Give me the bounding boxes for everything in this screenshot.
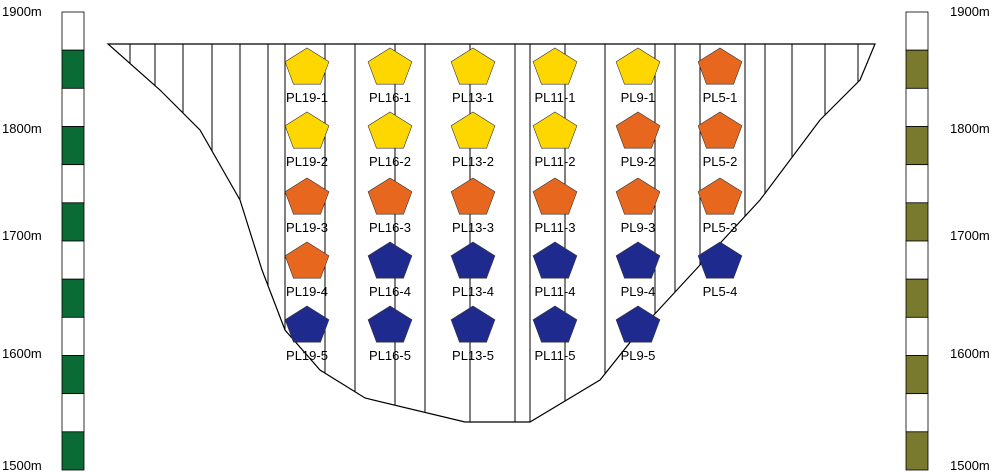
monitoring-point-label: PL13-1 — [452, 90, 494, 105]
monitoring-point-label: PL19-1 — [286, 90, 328, 105]
left-elevation-label: 1800m — [2, 121, 42, 136]
monitoring-point-label: PL11-3 — [535, 220, 576, 235]
monitoring-point-marker — [532, 305, 578, 343]
monitoring-point-marker — [697, 241, 743, 279]
monitoring-point-marker — [615, 177, 661, 215]
scale-bar-segment — [905, 431, 929, 471]
monitoring-point-marker — [367, 305, 413, 343]
scale-bar-segment — [905, 278, 929, 318]
monitoring-point-label: PL13-4 — [452, 284, 494, 299]
monitoring-point-label: PL5-1 — [703, 90, 738, 105]
monitoring-point-marker — [367, 47, 413, 85]
monitoring-point-marker — [450, 241, 496, 279]
scale-bar-segment — [905, 393, 929, 433]
monitoring-point-label: PL16-2 — [369, 154, 411, 169]
monitoring-point-label: PL16-3 — [369, 220, 411, 235]
right-elevation-scale-bar — [905, 11, 929, 471]
monitoring-point-marker — [615, 47, 661, 85]
monitoring-point-marker — [367, 111, 413, 149]
monitoring-point-label: PL5-4 — [703, 284, 738, 299]
monitoring-point-marker — [450, 305, 496, 343]
scale-bar-segment — [61, 11, 85, 51]
monitoring-point-label: PL19-5 — [286, 348, 328, 363]
scale-bar-segment — [905, 164, 929, 204]
monitoring-point-marker — [450, 47, 496, 85]
scale-bar-segment — [61, 202, 85, 242]
scale-bar-segment — [905, 126, 929, 166]
scale-bar-segment — [905, 240, 929, 280]
monitoring-point-label: PL16-1 — [369, 90, 411, 105]
monitoring-point-label: PL5-2 — [703, 154, 738, 169]
scale-bar-segment — [905, 355, 929, 395]
right-elevation-label: 1500m — [950, 458, 990, 473]
monitoring-point-marker — [284, 111, 330, 149]
monitoring-point-marker — [367, 177, 413, 215]
monitoring-point-marker — [532, 241, 578, 279]
scale-bar-segment — [61, 355, 85, 395]
monitoring-point-label: PL19-3 — [286, 220, 328, 235]
scale-bar-segment — [61, 87, 85, 127]
scale-bar-segment — [61, 164, 85, 204]
left-elevation-label: 1900m — [2, 4, 42, 19]
monitoring-point-marker — [284, 47, 330, 85]
scale-bar-segment — [61, 316, 85, 356]
monitoring-point-marker — [697, 111, 743, 149]
monitoring-point-label: PL9-3 — [621, 220, 656, 235]
scale-bar-segment — [61, 240, 85, 280]
scale-bar-segment — [905, 316, 929, 356]
monitoring-point-marker — [284, 305, 330, 343]
monitoring-point-marker — [450, 111, 496, 149]
monitoring-point-marker — [532, 47, 578, 85]
monitoring-point-label: PL13-2 — [452, 154, 494, 169]
left-elevation-label: 1700m — [2, 228, 42, 243]
scale-bar-segment — [61, 278, 85, 318]
monitoring-point-marker — [532, 111, 578, 149]
monitoring-point-label: PL16-5 — [369, 348, 411, 363]
scale-bar-segment — [61, 431, 85, 471]
scale-bar-segment — [905, 11, 929, 51]
valley-outline — [106, 43, 876, 423]
monitoring-point-label: PL11-4 — [535, 284, 576, 299]
section-grid-lines — [129, 44, 859, 422]
monitoring-point-marker — [284, 241, 330, 279]
monitoring-point-marker — [697, 47, 743, 85]
right-elevation-label: 1900m — [950, 4, 990, 19]
scale-bar-segment — [905, 87, 929, 127]
left-elevation-scale-bar — [61, 11, 85, 471]
monitoring-point-marker — [615, 111, 661, 149]
scale-bar-segment — [61, 49, 85, 89]
scale-bar-segment — [61, 126, 85, 166]
monitoring-point-label: PL11-2 — [535, 154, 576, 169]
scale-bar-segment — [61, 393, 85, 433]
monitoring-point-marker — [615, 241, 661, 279]
monitoring-point-label: PL16-4 — [369, 284, 411, 299]
monitoring-point-label: PL13-5 — [452, 348, 494, 363]
monitoring-point-marker — [284, 177, 330, 215]
scale-bar-segment — [905, 202, 929, 242]
monitoring-point-label: PL9-5 — [621, 348, 656, 363]
right-elevation-label: 1700m — [950, 228, 990, 243]
monitoring-point-label: PL11-1 — [535, 90, 576, 105]
monitoring-point-label: PL9-4 — [621, 284, 656, 299]
left-elevation-label: 1600m — [2, 346, 42, 361]
monitoring-point-label: PL9-2 — [621, 154, 656, 169]
monitoring-point-marker — [532, 177, 578, 215]
monitoring-point-label: PL9-1 — [621, 90, 656, 105]
monitoring-point-label: PL13-3 — [452, 220, 494, 235]
monitoring-point-marker — [367, 241, 413, 279]
left-elevation-label: 1500m — [2, 458, 42, 473]
monitoring-point-label: PL5-3 — [703, 220, 738, 235]
monitoring-point-label: PL11-5 — [535, 348, 576, 363]
monitoring-point-label: PL19-2 — [286, 154, 328, 169]
monitoring-point-marker — [450, 177, 496, 215]
right-elevation-label: 1800m — [950, 121, 990, 136]
monitoring-point-marker — [697, 177, 743, 215]
monitoring-point-marker — [615, 305, 661, 343]
monitoring-point-label: PL19-4 — [286, 284, 328, 299]
scale-bar-segment — [905, 49, 929, 89]
right-elevation-label: 1600m — [950, 346, 990, 361]
